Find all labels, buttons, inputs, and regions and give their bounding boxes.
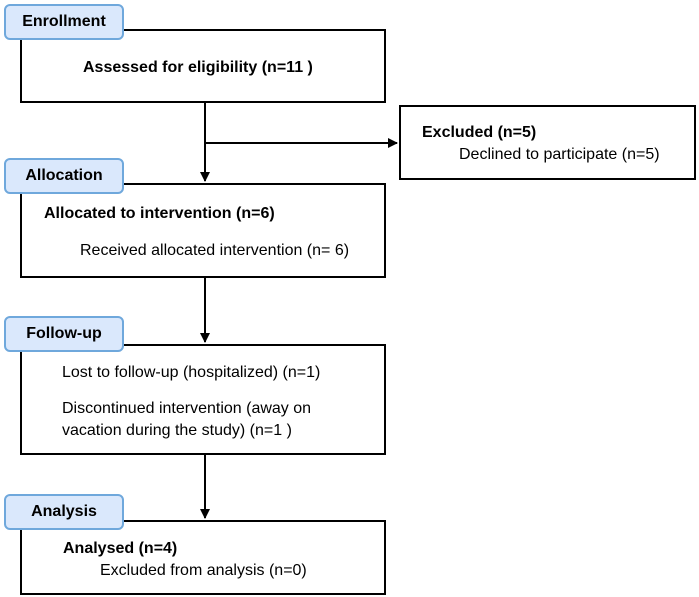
allocation-box: [20, 183, 386, 278]
discontinued-line-1: Discontinued intervention (away on: [62, 400, 312, 417]
excluded-detail: Declined to participate (n=5): [459, 146, 660, 163]
stage-label-followup: Follow-up: [4, 316, 124, 352]
analysis-box: [20, 520, 386, 595]
lost-to-followup: Lost to follow-up (hospitalized) (n=1): [62, 364, 321, 381]
stage-label-analysis: Analysis: [4, 494, 124, 530]
received-allocated-intervention: Received allocated intervention (n= 6): [80, 242, 350, 259]
discontinued-line-2: vacation during the study) (n=1 ): [62, 422, 292, 439]
allocated-to-intervention: Allocated to intervention (n=6): [44, 205, 275, 222]
excluded-box: [399, 105, 696, 180]
followup-box: [20, 344, 386, 455]
assessed-for-eligibility: Assessed for eligibility (n=11 ): [83, 59, 313, 76]
excluded-heading: Excluded (n=5): [422, 124, 537, 141]
analysed-heading: Analysed (n=4): [63, 540, 178, 557]
stage-label-allocation: Allocation: [4, 158, 124, 194]
enrollment-box: [20, 29, 386, 103]
excluded-from-analysis: Excluded from analysis (n=0): [100, 562, 307, 579]
stage-label-enrollment: Enrollment: [4, 4, 124, 40]
